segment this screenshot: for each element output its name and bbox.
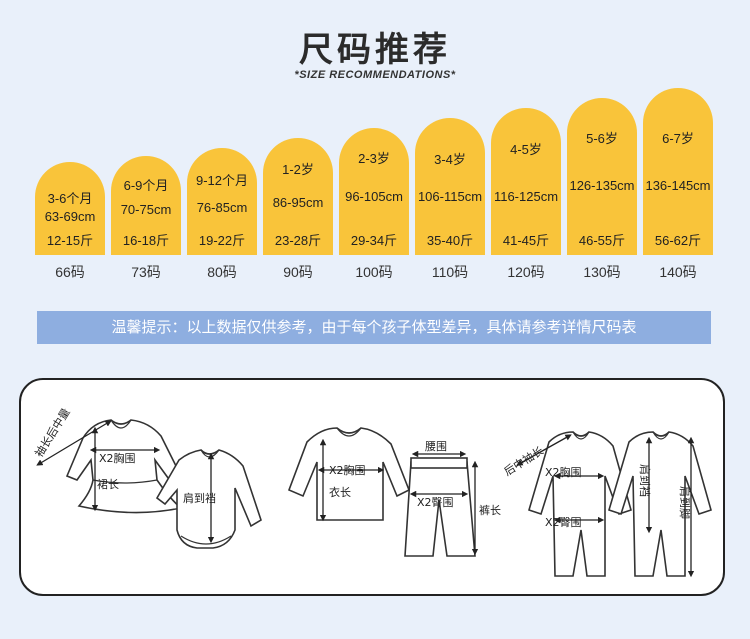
height-range: 70-75cm bbox=[120, 202, 172, 217]
bodysuit-illustration: 肩到裆 bbox=[155, 449, 262, 549]
size-column: 3-4岁 106-115cm 35-40斤 110码 bbox=[415, 118, 485, 280]
size-pill bbox=[263, 138, 333, 255]
size-pill bbox=[643, 88, 713, 255]
size-code: 130码 bbox=[583, 264, 621, 280]
size-column: 3-6个月 63-69cm 12-15斤 66码 bbox=[35, 162, 105, 280]
weight-range: 46-55斤 bbox=[578, 233, 626, 248]
size-column: 2-3岁 96-105cm 29-34斤 100码 bbox=[339, 128, 409, 280]
age-range: 6-7岁 bbox=[662, 131, 694, 146]
romper-shoulder-crotch-label: 肩到裆 bbox=[638, 464, 652, 497]
size-code: 110码 bbox=[431, 264, 469, 280]
weight-range: 23-28斤 bbox=[274, 233, 322, 248]
dress-chest-label: X2胸围 bbox=[99, 451, 136, 465]
size-pill bbox=[415, 118, 485, 255]
size-pill bbox=[491, 108, 561, 255]
measurement-guide: 袖长后中量 X2胸围 裙长 肩到裆 X2胸围 衣长 bbox=[19, 378, 725, 596]
weight-range: 56-62斤 bbox=[654, 233, 702, 248]
romper-hip-label: X2臀围 bbox=[545, 516, 582, 529]
top-length-label: 衣长 bbox=[329, 485, 351, 499]
measurement-illustrations: 袖长后中量 X2胸围 裙长 肩到裆 X2胸围 衣长 bbox=[32, 406, 712, 578]
height-range: 96-105cm bbox=[345, 189, 403, 204]
dress-length-label: 裙长 bbox=[97, 478, 119, 491]
weight-range: 35-40斤 bbox=[426, 233, 474, 248]
weight-range: 41-45斤 bbox=[502, 233, 550, 248]
size-column: 6-7岁 136-145cm 56-62斤 140码 bbox=[643, 88, 713, 280]
romper-back-illustration: 肩到裆 肩到脚 bbox=[608, 431, 712, 578]
age-range: 6-9个月 bbox=[123, 178, 169, 193]
size-code: 66码 bbox=[55, 264, 85, 280]
tip-banner: 温馨提示：以上数据仅供参考，由于每个孩子体型差异，具体请参考详情尺码表 bbox=[37, 311, 711, 344]
size-pill bbox=[35, 162, 105, 255]
pants-hip-label: X2臀围 bbox=[417, 496, 454, 509]
page-subtitle: *SIZE RECOMMENDATIONS* bbox=[294, 69, 456, 81]
age-range: 4-5岁 bbox=[510, 142, 542, 157]
height-range: 76-85cm bbox=[196, 200, 248, 215]
weight-range: 19-22斤 bbox=[198, 233, 246, 248]
age-range: 2-3岁 bbox=[358, 151, 390, 166]
romper-shoulder-foot-label: 肩到脚 bbox=[678, 486, 692, 519]
height-range: 106-115cm bbox=[417, 189, 483, 204]
size-column: 4-5岁 116-125cm 41-45斤 120码 bbox=[491, 108, 561, 280]
romper-chest-label: X2胸围 bbox=[545, 465, 582, 479]
weight-range: 29-34斤 bbox=[350, 233, 398, 248]
size-code: 90码 bbox=[283, 264, 313, 280]
pants-illustration: 腰围 X2臀围 裤长 bbox=[404, 440, 501, 557]
height-range: 126-135cm bbox=[569, 178, 635, 193]
size-chart: 3-6个月 63-69cm 12-15斤 66码 6-9个月 70-75cm 1… bbox=[0, 0, 750, 290]
size-pill bbox=[339, 128, 409, 255]
pants-waist-label: 腰围 bbox=[425, 440, 447, 453]
height-range: 63-69cm bbox=[44, 209, 96, 224]
age-range: 3-4岁 bbox=[434, 152, 466, 167]
size-column: 9-12个月 76-85cm 19-22斤 80码 bbox=[187, 148, 257, 280]
weight-range: 16-18斤 bbox=[122, 233, 170, 248]
top-illustration: X2胸围 衣长 bbox=[287, 427, 411, 522]
height-range: 116-125cm bbox=[493, 189, 559, 204]
size-column: 6-9个月 70-75cm 16-18斤 73码 bbox=[111, 156, 181, 280]
size-pill bbox=[187, 148, 257, 255]
size-code: 73码 bbox=[131, 264, 161, 280]
age-range: 5-6岁 bbox=[586, 131, 618, 146]
size-code: 120码 bbox=[507, 264, 545, 280]
size-code: 80码 bbox=[207, 264, 237, 280]
size-column: 5-6岁 126-135cm 46-55斤 130码 bbox=[567, 98, 637, 280]
dress-sleeve-label: 袖长后中量 bbox=[32, 406, 73, 460]
height-range: 136-145cm bbox=[645, 178, 711, 193]
size-column: 1-2岁 86-95cm 23-28斤 90码 bbox=[263, 138, 333, 280]
size-pill bbox=[111, 156, 181, 255]
age-range: 1-2岁 bbox=[282, 162, 314, 177]
size-code: 100码 bbox=[355, 264, 393, 280]
size-code: 140码 bbox=[659, 264, 697, 280]
weight-range: 12-15斤 bbox=[46, 233, 94, 248]
size-pill bbox=[567, 98, 637, 255]
age-range: 9-12个月 bbox=[195, 173, 249, 188]
top-chest-label: X2胸围 bbox=[329, 463, 366, 477]
pants-length-label: 裤长 bbox=[479, 503, 501, 517]
height-range: 86-95cm bbox=[272, 195, 324, 210]
bodysuit-shoulder-label: 肩到裆 bbox=[183, 491, 216, 505]
age-range: 3-6个月 bbox=[47, 191, 93, 206]
page-title: 尺码推荐 bbox=[299, 30, 451, 70]
